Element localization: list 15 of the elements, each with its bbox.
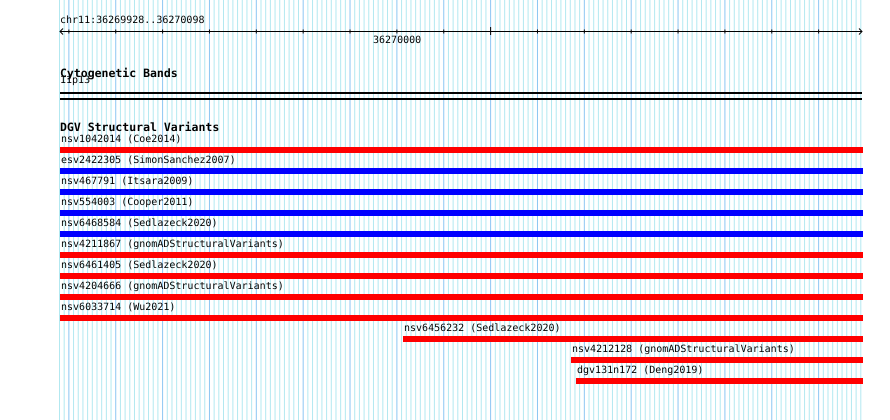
variant-label: nsv6468584 (Sedlazeck2020) [61, 218, 218, 230]
variant-label: nsv467791 (Itsara2009) [61, 176, 194, 188]
variant-label: nsv4212128 (gnomADStructuralVariants) [572, 344, 795, 356]
variant-label: nsv6033714 (Wu2021) [61, 302, 176, 314]
locus-label: chr11:36269928..36270098 [60, 15, 204, 27]
variant-label: nsv6461405 (Sedlazeck2020) [61, 260, 218, 272]
track-title: DGV Structural Variants [60, 121, 220, 134]
variant-label: nsv4204666 (gnomADStructuralVariants) [61, 281, 284, 293]
variant-label: dgv131n172 (Deng2019) [577, 365, 704, 377]
variant-label: esv2422305 (SimonSanchez2007) [61, 155, 236, 167]
variant-label: nsv4211867 (gnomADStructuralVariants) [61, 239, 284, 251]
variant-label: nsv1042014 (Coe2014) [61, 134, 182, 146]
variant-label: nsv6456232 (Sedlazeck2020) [404, 323, 561, 335]
variant-label: nsv554003 (Cooper2011) [61, 197, 194, 209]
tick-label: 36270000 [373, 35, 422, 47]
